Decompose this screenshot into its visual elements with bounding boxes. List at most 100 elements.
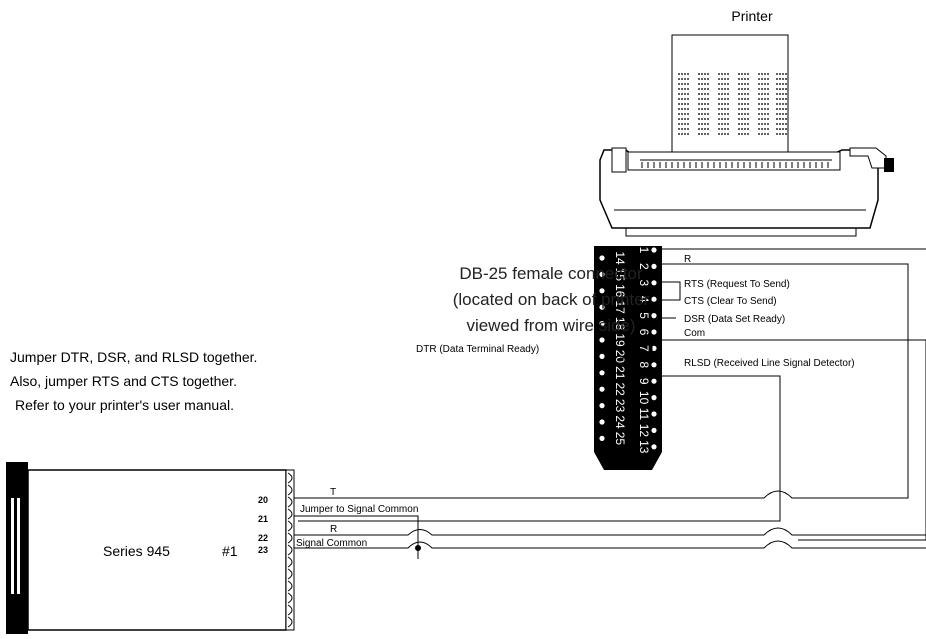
- terminal-screw: [287, 604, 293, 616]
- connector-pin-dot: [599, 419, 605, 425]
- connector-pin-dot: [599, 435, 605, 441]
- connector-pin-number: 25: [613, 432, 627, 446]
- connector-pin-dot: [599, 370, 605, 376]
- printer-label: Printer: [731, 8, 773, 24]
- connector-pin-dot: [651, 313, 657, 319]
- connector-pin-number: 15: [613, 268, 627, 282]
- connector-caption: DB-25 female connector (located on back …: [453, 264, 650, 335]
- connector-pin-number: 17: [613, 301, 627, 315]
- connector-pin-number: 12: [637, 424, 651, 438]
- controller-body: [27, 469, 287, 631]
- paper-text-lines: [678, 73, 788, 135]
- connector-pin-dot: [651, 247, 657, 253]
- wire-jumper-common: [294, 515, 419, 559]
- connector-pin-number: 3: [637, 279, 651, 286]
- controller-unit-number: #1: [222, 543, 238, 559]
- connector-caption-line3: viewed from wire side): [466, 316, 635, 335]
- right-knob: [849, 147, 887, 169]
- terminal-screw: [287, 556, 293, 568]
- connector-pin-number: 23: [613, 399, 627, 413]
- signal-labels: R RTS (Request To Send) CTS (Clear To Se…: [416, 254, 855, 369]
- connector-pin-dot: [599, 288, 605, 294]
- terminal-23: 23: [258, 545, 268, 555]
- terminal-screw: [287, 544, 293, 556]
- label-com: Com: [684, 328, 705, 339]
- connector-pin-dot: [651, 296, 657, 302]
- connector-pin-number: 21: [613, 366, 627, 380]
- wire-rlsd: [298, 375, 781, 522]
- connector-pin-dot: [599, 321, 605, 327]
- connector-pin-dot: [651, 280, 657, 286]
- terminal-screw: [287, 580, 293, 592]
- connector-pin-dot: [651, 427, 657, 433]
- instruction-line3: Refer to your printer's user manual.: [15, 397, 234, 413]
- connector-pin-number: 5: [637, 312, 651, 319]
- connector-pin-number: 10: [637, 391, 651, 405]
- connector-pin-number: 4: [637, 296, 651, 303]
- connector-pin-number: 7: [637, 345, 651, 352]
- connector-pin-dot: [599, 386, 605, 392]
- terminal-21: 21: [258, 514, 268, 524]
- connector-pin-dot: [651, 411, 657, 417]
- terminal-screw: [287, 616, 293, 628]
- connector-pin-dot: [599, 353, 605, 359]
- instructions: Jumper DTR, DSR, and RLSD together. Also…: [10, 349, 257, 413]
- connector-pins: 1234567891011121314151617181920212223242…: [599, 247, 657, 454]
- connector-pin-number: 2: [637, 263, 651, 270]
- connector-pin-dot: [599, 403, 605, 409]
- jumper-dot: [649, 355, 655, 361]
- wire-label-jumper: Jumper to Signal Common: [300, 504, 418, 515]
- connector-pin-number: 8: [637, 361, 651, 368]
- connector-pin-dot: [651, 345, 657, 351]
- connector-pin-number: 13: [637, 440, 651, 454]
- label-rts: RTS (Request To Send): [684, 279, 790, 290]
- wire-label-r: R: [330, 524, 337, 535]
- terminal-22: 22: [258, 533, 268, 543]
- connector-pin-number: 24: [613, 415, 627, 429]
- rts-cts-jumper: [662, 281, 681, 301]
- connector-pin-number: 14: [613, 251, 627, 265]
- bezel-slot-2: [17, 498, 20, 594]
- connector-pin-number: 22: [613, 383, 627, 397]
- platen-ticks: [641, 162, 829, 168]
- instruction-line1: Jumper DTR, DSR, and RLSD together.: [10, 349, 257, 365]
- wire-t: [294, 490, 794, 499]
- label-dtr: DTR (Data Terminal Ready): [416, 344, 539, 355]
- right-lever: [884, 158, 894, 172]
- connector-pin-dot: [651, 329, 657, 335]
- connector-wiring: [298, 248, 926, 541]
- wire-r: [294, 527, 926, 536]
- terminal-strip: [285, 469, 295, 631]
- controller-name: Series 945: [103, 543, 170, 559]
- connector-pin-dot: [599, 304, 605, 310]
- connector-pin-number: 19: [613, 333, 627, 347]
- connector-pin-dot: [599, 255, 605, 261]
- terminal-20: 20: [258, 495, 268, 505]
- connector-pin-number: 9: [637, 378, 651, 385]
- terminal-screw: [287, 520, 293, 532]
- bezel-slot-1: [11, 498, 14, 594]
- connector-pin-number: 11: [637, 408, 651, 421]
- controller-unit: Series 945 #1 20 21 22 23: [6, 462, 295, 634]
- printer-base: [625, 228, 857, 237]
- wire-t-return: [662, 263, 909, 499]
- connector-pin-dot: [651, 444, 657, 450]
- wire-com: [658, 339, 926, 541]
- terminal-screw: [287, 568, 293, 580]
- connector-caption-line2: (located on back of printer: [453, 290, 650, 309]
- printer-platen: [627, 151, 841, 171]
- connector-caption-line1: DB-25 female connector: [459, 264, 643, 283]
- connector-pin-dot: [599, 337, 605, 343]
- connector-pin-dot: [651, 362, 657, 368]
- label-r: R: [684, 254, 691, 265]
- connector-pin-number: 1: [637, 247, 651, 254]
- connector-pin-number: 20: [613, 350, 627, 364]
- terminal-screw: [287, 484, 293, 496]
- label-cts: CTS (Clear To Send): [684, 296, 777, 307]
- label-rlsd: RLSD (Received Line Signal Detector): [684, 358, 855, 369]
- wire-signal-common: [294, 540, 926, 549]
- instruction-line2: Also, jumper RTS and CTS together.: [10, 373, 237, 389]
- printer-illustration: Printer: [599, 8, 894, 237]
